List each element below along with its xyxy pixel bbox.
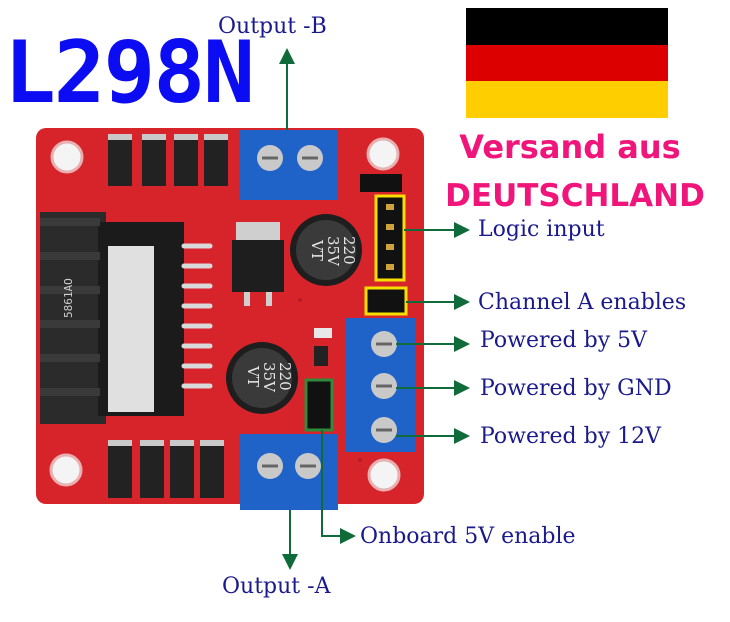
chip-pins <box>181 243 213 389</box>
chip-marking: 5861AO <box>62 278 75 318</box>
heatsink: 5861AO <box>40 212 184 424</box>
svg-text:220: 220 <box>276 362 294 391</box>
label-output-b: Output -B <box>218 14 327 39</box>
svg-text:35V: 35V <box>324 236 342 267</box>
shipping-line-1: Versand aus <box>459 128 681 166</box>
label-logic-input: Logic input <box>478 217 605 242</box>
smd-component <box>314 328 332 338</box>
svg-text:VT: VT <box>308 239 326 261</box>
diodes-top <box>108 134 228 186</box>
capacitor-top: 220 35V VT <box>290 214 362 286</box>
label-powered-12v: Powered by 12V <box>480 424 662 449</box>
label-powered-gnd: Powered by GND <box>480 376 672 401</box>
label-onboard-5v: Onboard 5V enable <box>360 524 576 549</box>
mounting-holes <box>49 137 401 492</box>
terminal-power <box>346 318 416 452</box>
label-powered-5v: Powered by 5V <box>480 328 648 353</box>
germany-flag <box>466 8 668 118</box>
svg-text:VT: VT <box>244 365 262 387</box>
terminal-output-b <box>240 130 338 200</box>
label-channel-a: Channel A enables <box>478 290 687 315</box>
onboard-5v-jumper <box>304 378 334 432</box>
shipping-line-2: DEUTSCHLAND <box>445 178 705 214</box>
label-output-a: Output -A <box>222 574 331 599</box>
svg-text:220: 220 <box>340 236 358 265</box>
product-title: L298N <box>4 23 255 123</box>
channel-a-jumper <box>364 286 408 316</box>
diodes-bottom <box>108 440 224 498</box>
capacitor-bottom: 220 35V VT <box>226 342 298 414</box>
svg-text:35V: 35V <box>260 362 278 393</box>
voltage-regulator <box>232 222 284 306</box>
logic-input-header <box>374 194 406 282</box>
terminal-output-a <box>240 434 338 510</box>
annotation-arrows <box>279 48 470 570</box>
jumper-top <box>360 174 402 192</box>
smd-component <box>314 346 328 366</box>
